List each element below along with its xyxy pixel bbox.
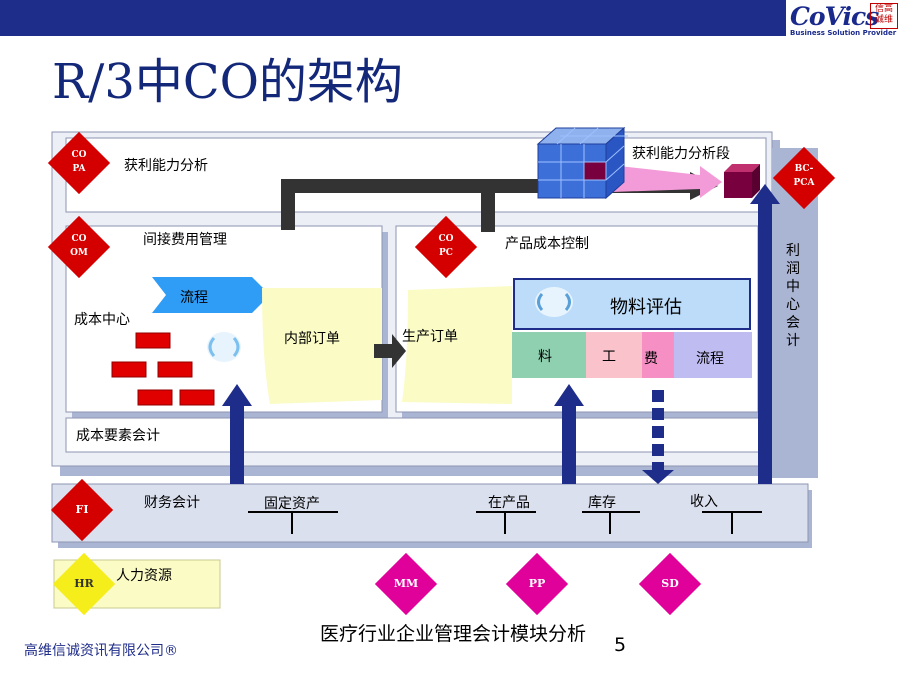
- segment-pink-arrow: [610, 165, 722, 198]
- profit-segment-label: 获利能力分析段: [632, 146, 730, 162]
- swirl-icon-left: [207, 332, 241, 362]
- cost-element-label: 成本要素会计: [76, 428, 160, 444]
- bcpca-diamond-line1: BC-: [794, 164, 814, 174]
- flow-arrow-shape: [152, 277, 270, 313]
- copa-diamond-line2: PA: [72, 164, 86, 174]
- cost-part-process: [674, 332, 752, 378]
- logo-tagline: Business Solution Provider: [790, 29, 897, 37]
- profit-segment-cube: [724, 164, 760, 198]
- fixed-assets-label: 固定资产: [264, 496, 320, 512]
- header-bar: [0, 0, 790, 36]
- bcpca-diamond-line2: PCA: [793, 178, 815, 188]
- internal-order-label: 内部订单: [284, 331, 340, 347]
- order-transfer-arrow: [374, 334, 406, 368]
- downward-arrow: [642, 390, 674, 484]
- cost-center-label: 成本中心: [74, 312, 130, 328]
- logo-seal: 信高诚维: [870, 3, 898, 29]
- copc-connector-line: [481, 186, 495, 232]
- profitability-cube: [536, 126, 628, 200]
- fi-diamond-label: FI: [75, 503, 89, 516]
- sd-diamond-label: SD: [661, 577, 679, 590]
- t-account-lines: [248, 511, 762, 534]
- mm-diamond-label: MM: [393, 577, 419, 590]
- footer-company: 高维信诚资讯有限公司®: [24, 643, 178, 659]
- page-number: 5: [614, 634, 627, 656]
- profit-center-band: [772, 148, 818, 478]
- cost-part-overhead-label: 费: [644, 351, 658, 367]
- copc-diamond-line1: CO: [438, 234, 454, 244]
- slide-title: R/3中CO的架构: [52, 54, 403, 110]
- inventory-label: 库存: [588, 495, 616, 511]
- product-cost-label: 产品成本控制: [505, 236, 589, 252]
- flow-label: 流程: [180, 290, 208, 306]
- overhead-label: 间接费用管理: [143, 232, 227, 248]
- profit-center-label: 利润中心会计: [786, 243, 800, 349]
- logo-wordmark: CoVics: [790, 2, 879, 31]
- footer-center-text: 医疗行业企业管理会计模块分析: [319, 623, 586, 645]
- copc-diamond-line2: PC: [439, 248, 453, 258]
- finance-label: 财务会计: [144, 495, 200, 511]
- profitability-label: 获利能力分析: [124, 158, 208, 174]
- revenue-label: 收入: [690, 494, 718, 510]
- internal-order-note: [262, 288, 382, 404]
- production-order-note: [402, 286, 512, 404]
- cost-part-process-label: 流程: [696, 351, 724, 367]
- cost-element-strip: [65, 417, 767, 453]
- hr-diamond-label: HR: [74, 577, 94, 590]
- material-valuation-label: 物料评估: [610, 297, 682, 318]
- coom-diamond-line1: CO: [71, 234, 87, 244]
- fi-band: [51, 483, 809, 543]
- coom-diamond-line2: OM: [70, 248, 88, 258]
- covics-logo: CoVics 信高诚维 Business Solution Provider: [786, 0, 900, 40]
- production-order-label: 生产订单: [402, 329, 458, 345]
- upward-arrows: [222, 184, 780, 484]
- copa-diamond-line1: CO: [71, 150, 87, 160]
- cost-center-blocks: [111, 332, 215, 406]
- cost-part-labor: [586, 332, 642, 378]
- cost-part-overhead: [642, 332, 674, 378]
- cost-part-material-label: 料: [538, 349, 552, 365]
- wip-label: 在产品: [488, 495, 530, 511]
- swirl-icon-right: [535, 287, 573, 317]
- hr-label: 人力资源: [116, 568, 172, 584]
- pp-diamond-label: PP: [528, 577, 546, 590]
- cost-part-labor-label: 工: [602, 349, 616, 365]
- cost-part-material: [512, 332, 586, 378]
